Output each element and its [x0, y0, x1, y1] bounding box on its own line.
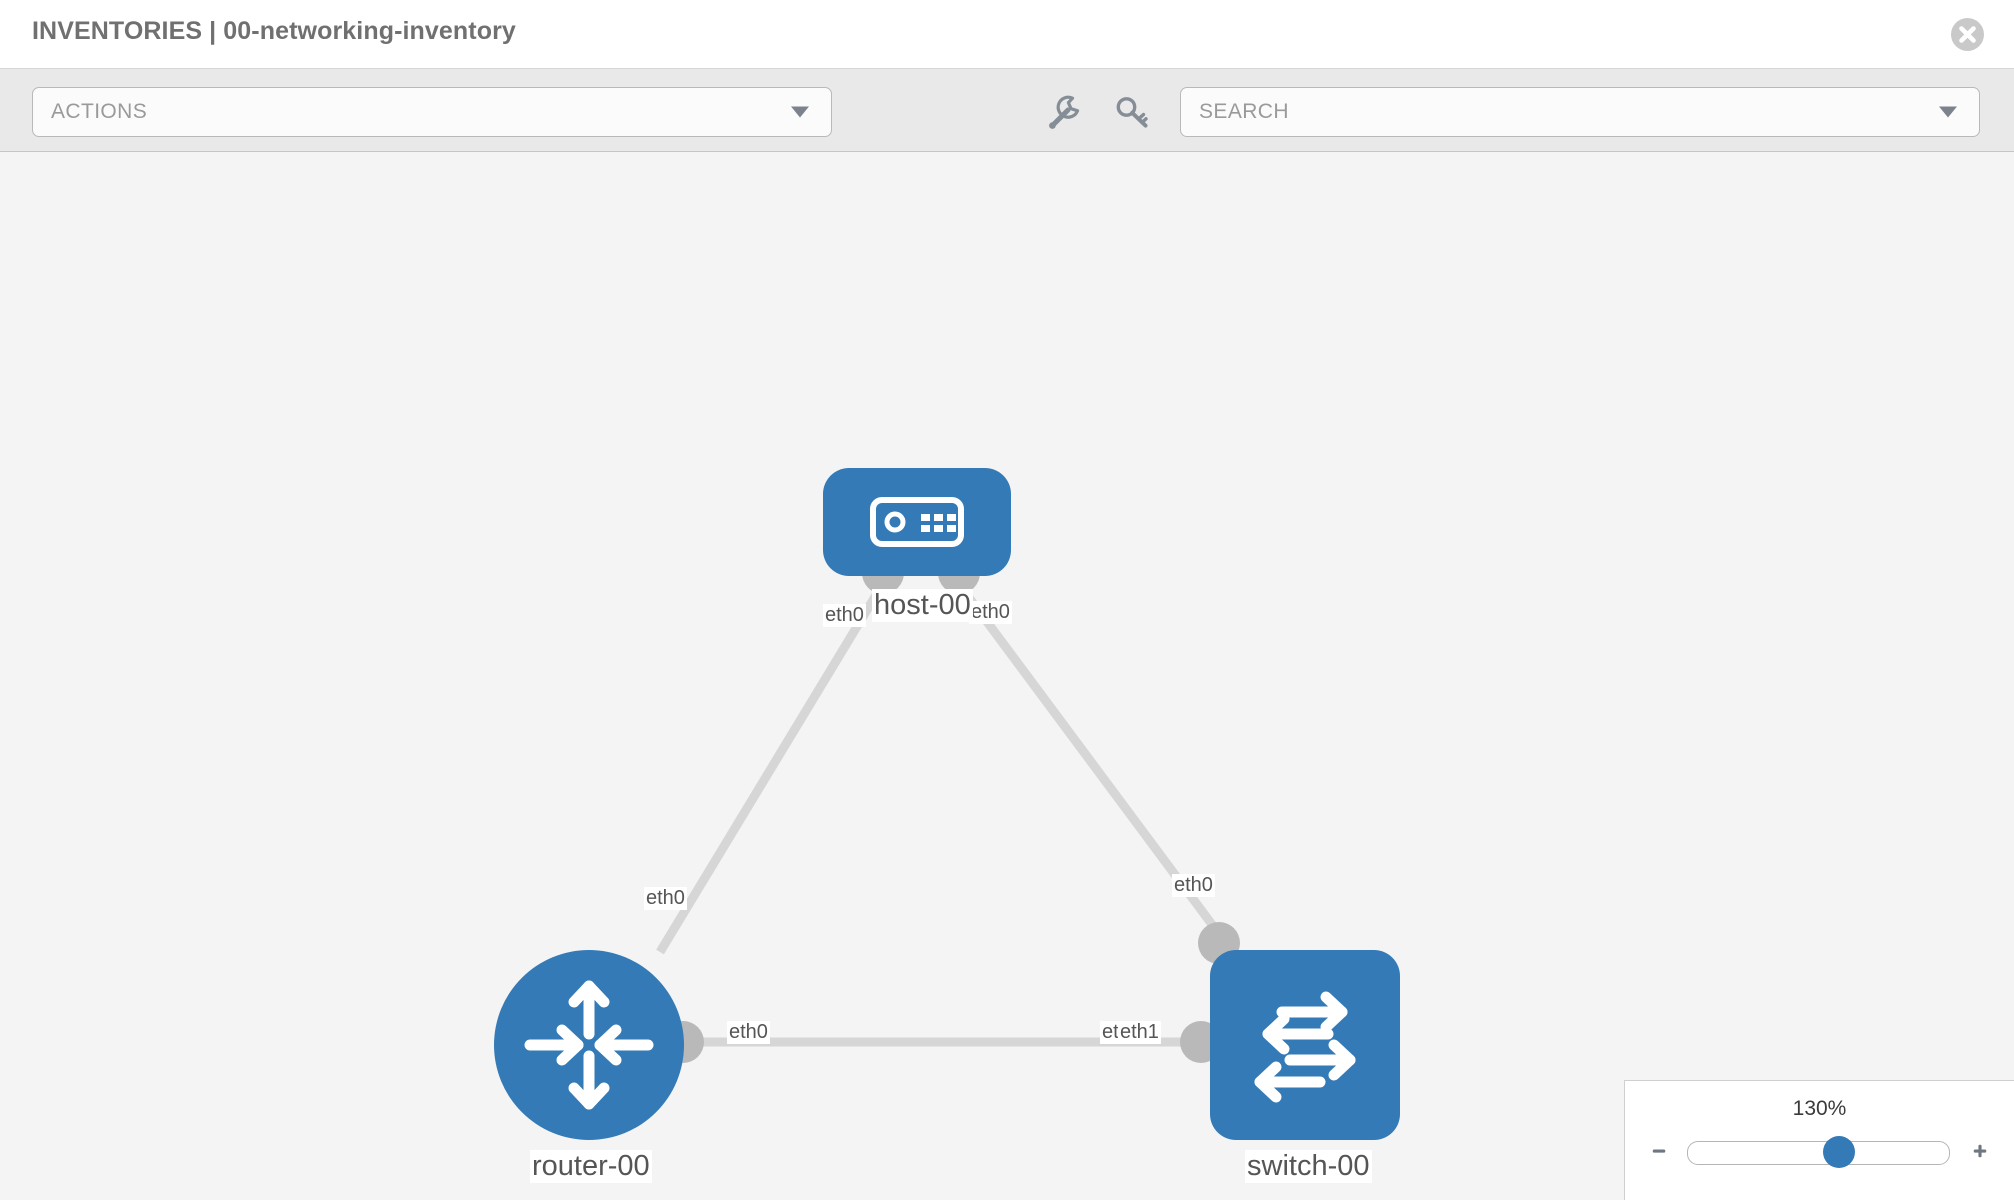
- actions-dropdown[interactable]: ACTIONS: [32, 87, 832, 137]
- node-host-00[interactable]: [823, 468, 1011, 576]
- search-placeholder: SEARCH: [1199, 100, 1289, 123]
- page-title: INVENTORIES | 00-networking-inventory: [32, 17, 516, 45]
- search-input[interactable]: SEARCH: [1180, 87, 1980, 137]
- iface-label-router-north: eth0: [644, 887, 687, 910]
- zoom-out-button[interactable]: [1643, 1135, 1675, 1167]
- switch-arrows-icon: [1210, 950, 1400, 1140]
- minus-icon: [1649, 1136, 1669, 1166]
- server-icon: [823, 468, 1011, 576]
- close-icon: [1951, 18, 1984, 51]
- topology-links: [656, 569, 1229, 1047]
- node-switch-00[interactable]: [1210, 950, 1400, 1140]
- node-label-router-00: router-00: [530, 1150, 652, 1183]
- zoom-percent-label: 130%: [1792, 1097, 1847, 1120]
- close-button[interactable]: [1951, 18, 1984, 51]
- app-header: INVENTORIES | 00-networking-inventory: [0, 0, 2014, 69]
- node-label-switch-00: switch-00: [1245, 1150, 1372, 1183]
- iface-label-switch-west-b: eth1: [1118, 1021, 1161, 1044]
- wrench-icon[interactable]: [1045, 94, 1083, 132]
- iface-label-host-left: eth0: [823, 604, 866, 627]
- zoom-in-button[interactable]: [1964, 1135, 1996, 1167]
- actions-dropdown-label: ACTIONS: [51, 100, 148, 123]
- chevron-down-icon: [791, 106, 809, 118]
- zoom-control: 130%: [1624, 1080, 2014, 1200]
- zoom-slider-row: [1643, 1131, 1996, 1171]
- key-icon[interactable]: [1113, 94, 1151, 132]
- iface-label-host-right: eth0: [969, 601, 1012, 624]
- router-arrows-icon: [494, 950, 684, 1140]
- chevron-down-icon: [1939, 106, 1957, 118]
- zoom-slider-thumb[interactable]: [1823, 1136, 1856, 1168]
- iface-label-router-east: eth0: [727, 1021, 770, 1044]
- zoom-slider-track[interactable]: [1687, 1136, 1950, 1168]
- iface-label-switch-north: eth0: [1172, 874, 1215, 897]
- plus-icon: [1970, 1136, 1990, 1166]
- link-host-router: [656, 569, 894, 955]
- node-label-host-00: host-00: [872, 589, 973, 622]
- toolbar: ACTIONS SEARCH: [0, 69, 2014, 152]
- node-router-00[interactable]: [494, 950, 684, 1140]
- topology-canvas[interactable]: eth0 eth0 eth0 eth0 eth0 eth0 eth1 host-…: [0, 152, 2014, 1200]
